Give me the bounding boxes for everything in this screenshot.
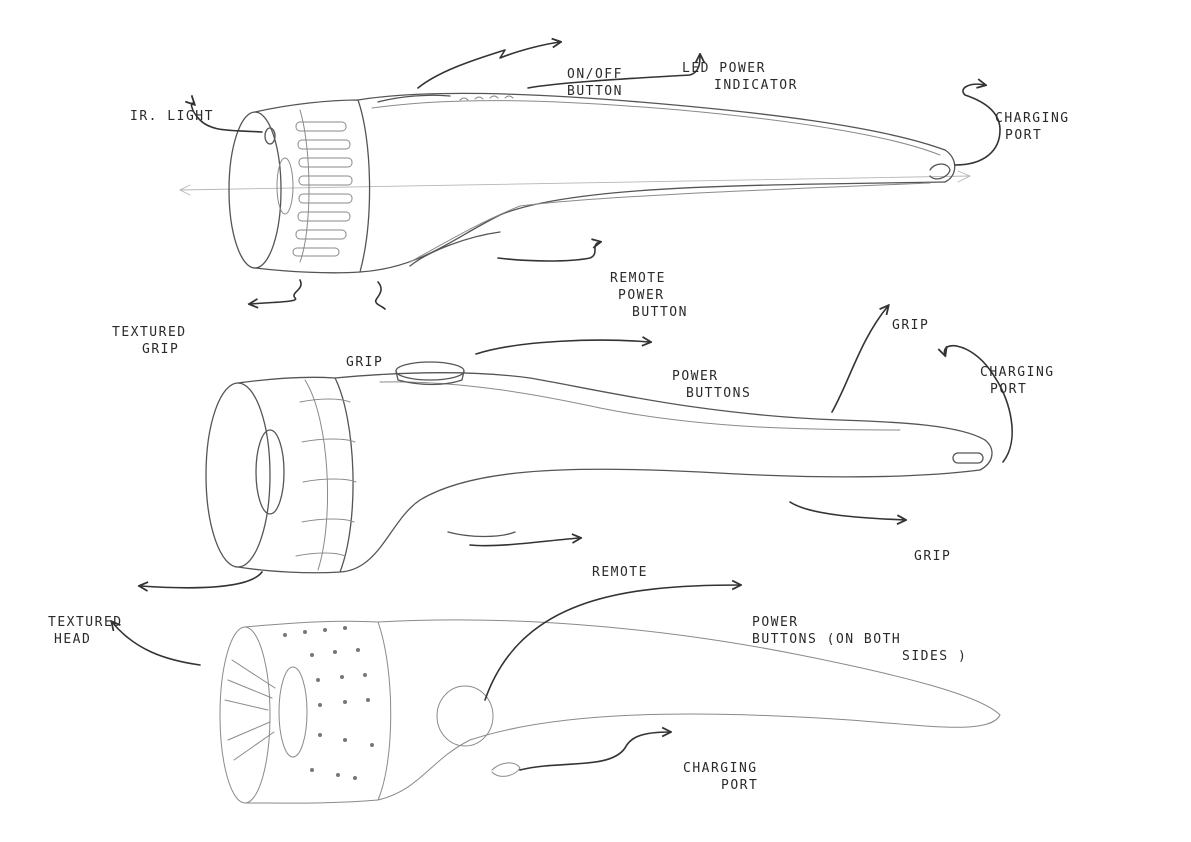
- texture-dots: [283, 626, 374, 780]
- label-grip-2-bottom: GRIP: [914, 549, 952, 564]
- device-sketch-1: [178, 92, 972, 274]
- label-ir-light: IR. LIGHT: [130, 109, 214, 124]
- device-sketch-2: [205, 361, 993, 574]
- label-grip-1: GRIP: [346, 355, 384, 370]
- label-grip-2-top: GRIP: [892, 318, 930, 333]
- label-remote: REMOTE: [592, 565, 648, 580]
- annotation-arrows: [112, 42, 1013, 771]
- device-sketch-3: [219, 619, 1001, 804]
